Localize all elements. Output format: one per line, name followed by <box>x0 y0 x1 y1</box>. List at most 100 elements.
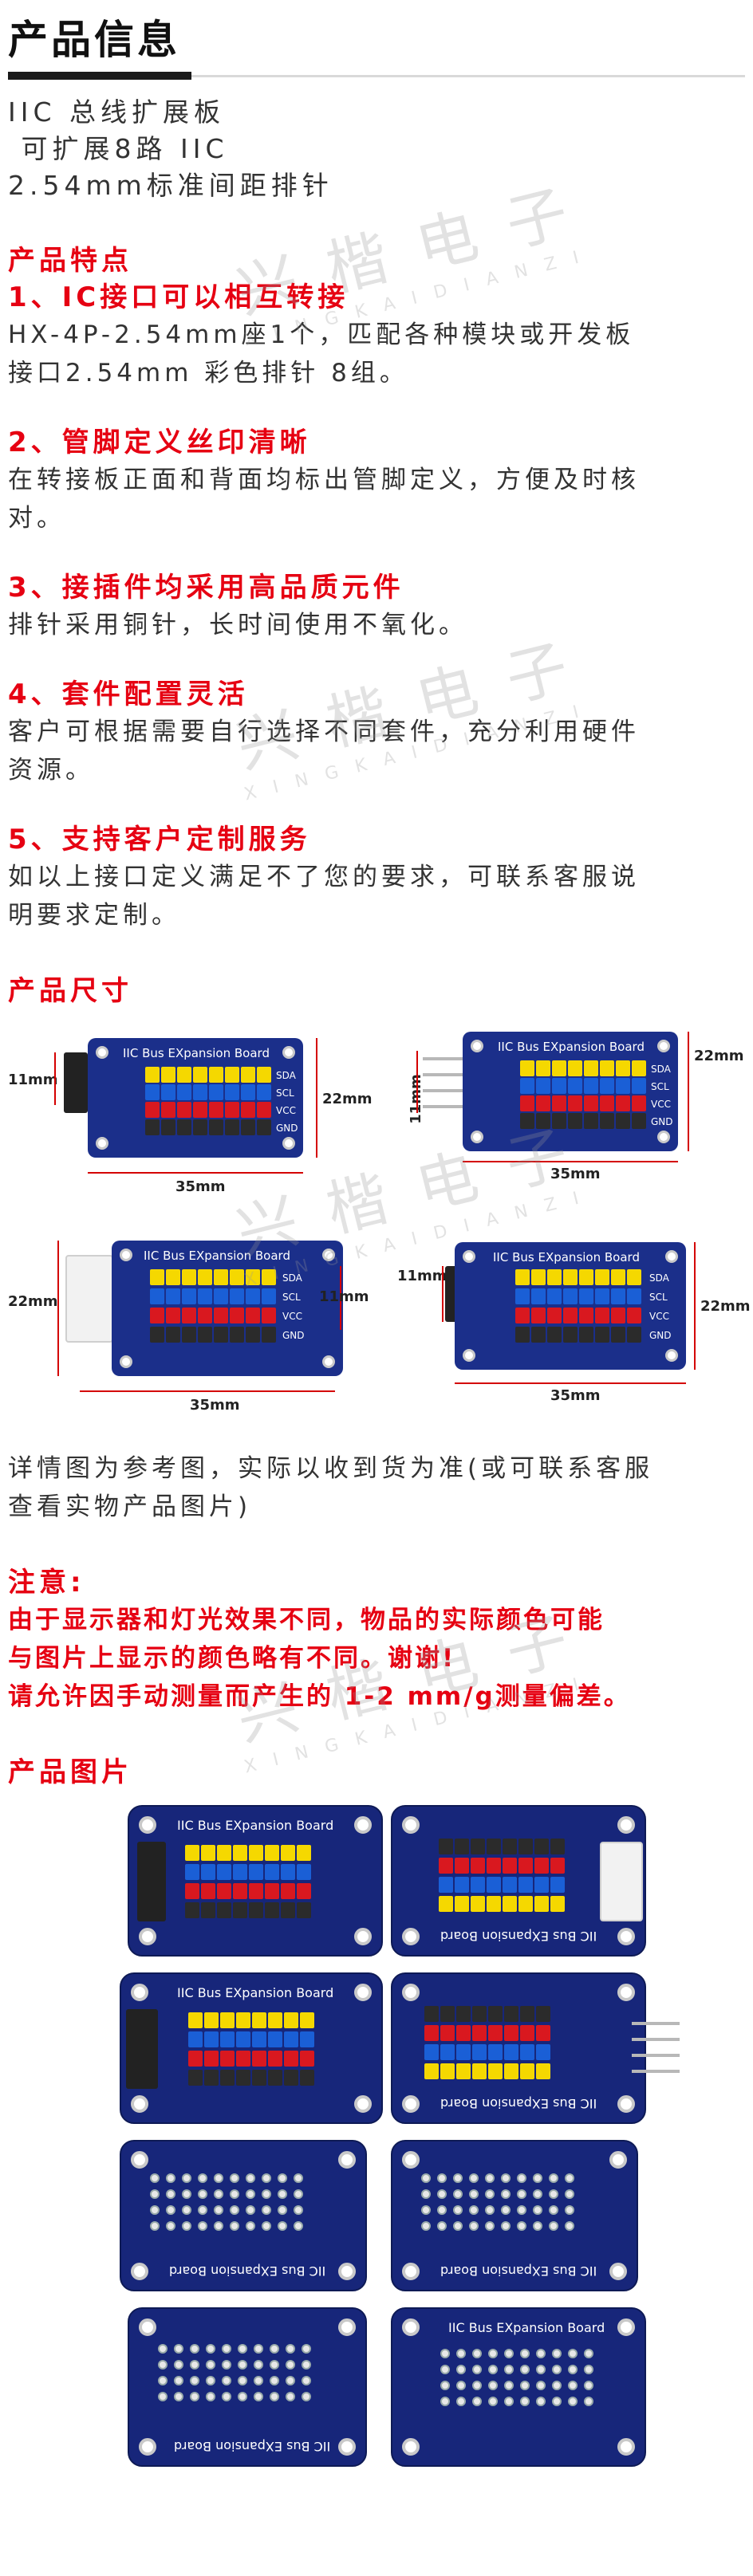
photo-board-label: IIC Bus EXpansion Board <box>440 2263 597 2279</box>
mount-hole <box>322 1355 335 1368</box>
header-row-sda <box>145 1067 271 1083</box>
feature-4-line: 客户可根据需要自行选择不同套件，充分利用硬件 <box>8 718 640 746</box>
header-pin <box>423 1057 463 1060</box>
white-connector <box>65 1255 113 1343</box>
product-photo: IIC Bus EXpansion Board <box>120 1972 383 2124</box>
width-label: 35mm <box>550 1166 601 1182</box>
side-header <box>64 1052 88 1113</box>
pin-label-scl: SCL <box>282 1292 301 1303</box>
title-rule <box>8 72 745 80</box>
feature-1-title: 1、IC接口可以相互转接 <box>8 281 349 313</box>
pin-span-label: 11mm <box>397 1268 447 1284</box>
mount-hole <box>657 1040 670 1052</box>
header-row-scl <box>520 1078 646 1094</box>
pin-label-vcc: VCC <box>649 1311 669 1322</box>
photo-board-label: IIC Bus EXpansion Board <box>448 2320 605 2335</box>
pin-span-line <box>416 1051 418 1113</box>
header-row-gnd <box>145 1119 271 1135</box>
reference-line: 查看实物产品图片) <box>8 1493 252 1521</box>
page-title: 产品信息 <box>8 17 180 63</box>
board-image: IIC Bus EXpansion Board SDA SCL VCC GND <box>88 1038 303 1158</box>
product-photo: IIC Bus EXpansion Board <box>128 1805 383 1957</box>
mount-hole <box>665 1250 678 1263</box>
photo-board-label: IIC Bus EXpansion Board <box>440 2096 597 2111</box>
header-row-vcc <box>515 1308 641 1323</box>
width-label: 35mm <box>190 1397 240 1414</box>
board-label: IIC Bus EXpansion Board <box>144 1249 290 1263</box>
notice-line: 由于显示器和灯光效果不同，物品的实际颜色可能 <box>8 1606 605 1634</box>
feature-2-line: 对。 <box>8 504 65 533</box>
notice-section: 注意: 由于显示器和灯光效果不同，物品的实际颜色可能 与图片上显示的颜色略有不同… <box>8 1564 745 1716</box>
feature-5-line: 明要求定制。 <box>8 901 180 930</box>
size-diagram-3: 22mm IIC Bus EXpansion Board SDA SCL VCC <box>8 1231 375 1430</box>
title-section: 产品信息 <box>8 0 745 80</box>
pin-label-gnd: GND <box>649 1330 672 1341</box>
mount-hole <box>282 1046 295 1059</box>
height-line <box>694 1242 696 1370</box>
feature-5-title: 5、支持客户定制服务 <box>8 824 311 855</box>
pin-label-sda: SDA <box>651 1064 671 1075</box>
product-photo: IIC Bus EXpansion Board <box>391 2307 646 2467</box>
photo-board-label: IIC Bus EXpansion Board <box>177 1818 334 1833</box>
mount-hole <box>665 1349 678 1362</box>
width-line <box>463 1161 678 1162</box>
mount-hole <box>322 1249 335 1261</box>
intro-line: IIC 总线扩展板 <box>8 96 225 128</box>
mount-hole <box>120 1249 132 1261</box>
size-section: 产品尺寸 11mm IIC Bus EXpansion Board SD <box>8 973 751 1438</box>
mount-hole <box>96 1046 108 1059</box>
header-pin <box>423 1105 463 1108</box>
mount-hole <box>463 1250 475 1263</box>
board-image: IIC Bus EXpansion Board SDA SCL VCC GND <box>455 1242 686 1370</box>
header-row-gnd <box>520 1113 646 1129</box>
notice-line: 请允许因手动测量而产生的 1-2 mm/g测量偏差。 <box>8 1682 631 1711</box>
header-row-vcc <box>520 1095 646 1111</box>
notice-line: 与图片上显示的颜色略有不同。谢谢! <box>8 1644 456 1673</box>
board-image: IIC Bus EXpansion Board SDA SCL VCC GND <box>463 1032 678 1151</box>
photo-board-label: IIC Bus EXpansion Board <box>177 1985 334 2000</box>
feature-4-title: 4、套件配置灵活 <box>8 678 249 710</box>
pin-span-label: 11mm <box>8 1072 58 1088</box>
photos-section: 产品图片 IIC Bus EXpansion Board IIC Bus EXp… <box>8 1754 745 2499</box>
size-diagram-2: 11mm IIC Bus EXpansion Board SDA <box>391 1024 745 1223</box>
pin-label-gnd: GND <box>282 1330 305 1341</box>
photo-board-label: IIC Bus EXpansion Board <box>169 2263 326 2279</box>
intro-line: 可扩展8路 IIC <box>8 133 229 164</box>
pin-label-scl: SCL <box>651 1081 669 1092</box>
mount-hole <box>471 1040 483 1052</box>
pin-label-gnd: GND <box>651 1116 673 1127</box>
product-photo: IIC Bus EXpansion Board <box>120 2140 367 2291</box>
height-line <box>316 1038 317 1158</box>
pin-label-vcc: VCC <box>651 1099 671 1110</box>
pin-label-sda: SDA <box>276 1070 296 1081</box>
header-row-scl <box>145 1084 271 1100</box>
feature-2-line: 在转接板正面和背面均标出管脚定义，方便及时核 <box>8 466 640 494</box>
width-line <box>88 1172 303 1174</box>
size-diagram-4: 11mm IIC Bus EXpansion Board SDA SCL VCC <box>391 1231 751 1430</box>
size-diagram-1: 11mm IIC Bus EXpansion Board SDA SCL VCC <box>8 1024 373 1223</box>
reference-section: 详情图为参考图，实际以收到货为准(或可联系客服 查看实物产品图片) <box>8 1449 745 1526</box>
board-image: IIC Bus EXpansion Board SDA SCL VCC GND <box>112 1241 343 1376</box>
pin-label-scl: SCL <box>276 1087 294 1099</box>
header-pin <box>423 1073 463 1076</box>
feature-1-line: HX-4P-2.54mm座1个，匹配各种模块或开发板 <box>8 321 635 349</box>
width-line <box>455 1382 686 1384</box>
header-row-gnd <box>515 1327 641 1343</box>
pin-label-vcc: VCC <box>282 1311 302 1322</box>
reference-line: 详情图为参考图，实际以收到货为准(或可联系客服 <box>8 1454 654 1483</box>
height-label: 22mm <box>694 1048 744 1064</box>
width-label: 35mm <box>175 1178 226 1195</box>
product-photo: IIC Bus EXpansion Board <box>128 2307 367 2467</box>
pin-span-label: 11mm <box>319 1288 369 1305</box>
header-row-scl <box>515 1288 641 1304</box>
mount-hole <box>282 1137 295 1150</box>
feature-5-line: 如以上接口定义满足不了您的要求，可联系客服说 <box>8 863 640 891</box>
header-row-vcc <box>150 1308 276 1323</box>
intro-block: IIC 总线扩展板 可扩展8路 IIC 2.54mm标准间距排针 <box>8 94 745 204</box>
product-photo: IIC Bus EXpansion Board <box>391 2140 638 2291</box>
header-row-gnd <box>150 1327 276 1343</box>
size-diagrams: 11mm IIC Bus EXpansion Board SDA SCL VCC <box>8 1024 751 1438</box>
feature-4-line: 资源。 <box>8 756 94 785</box>
height-label: 22mm <box>8 1293 58 1310</box>
intro-line: 2.54mm标准间距排针 <box>8 170 333 201</box>
